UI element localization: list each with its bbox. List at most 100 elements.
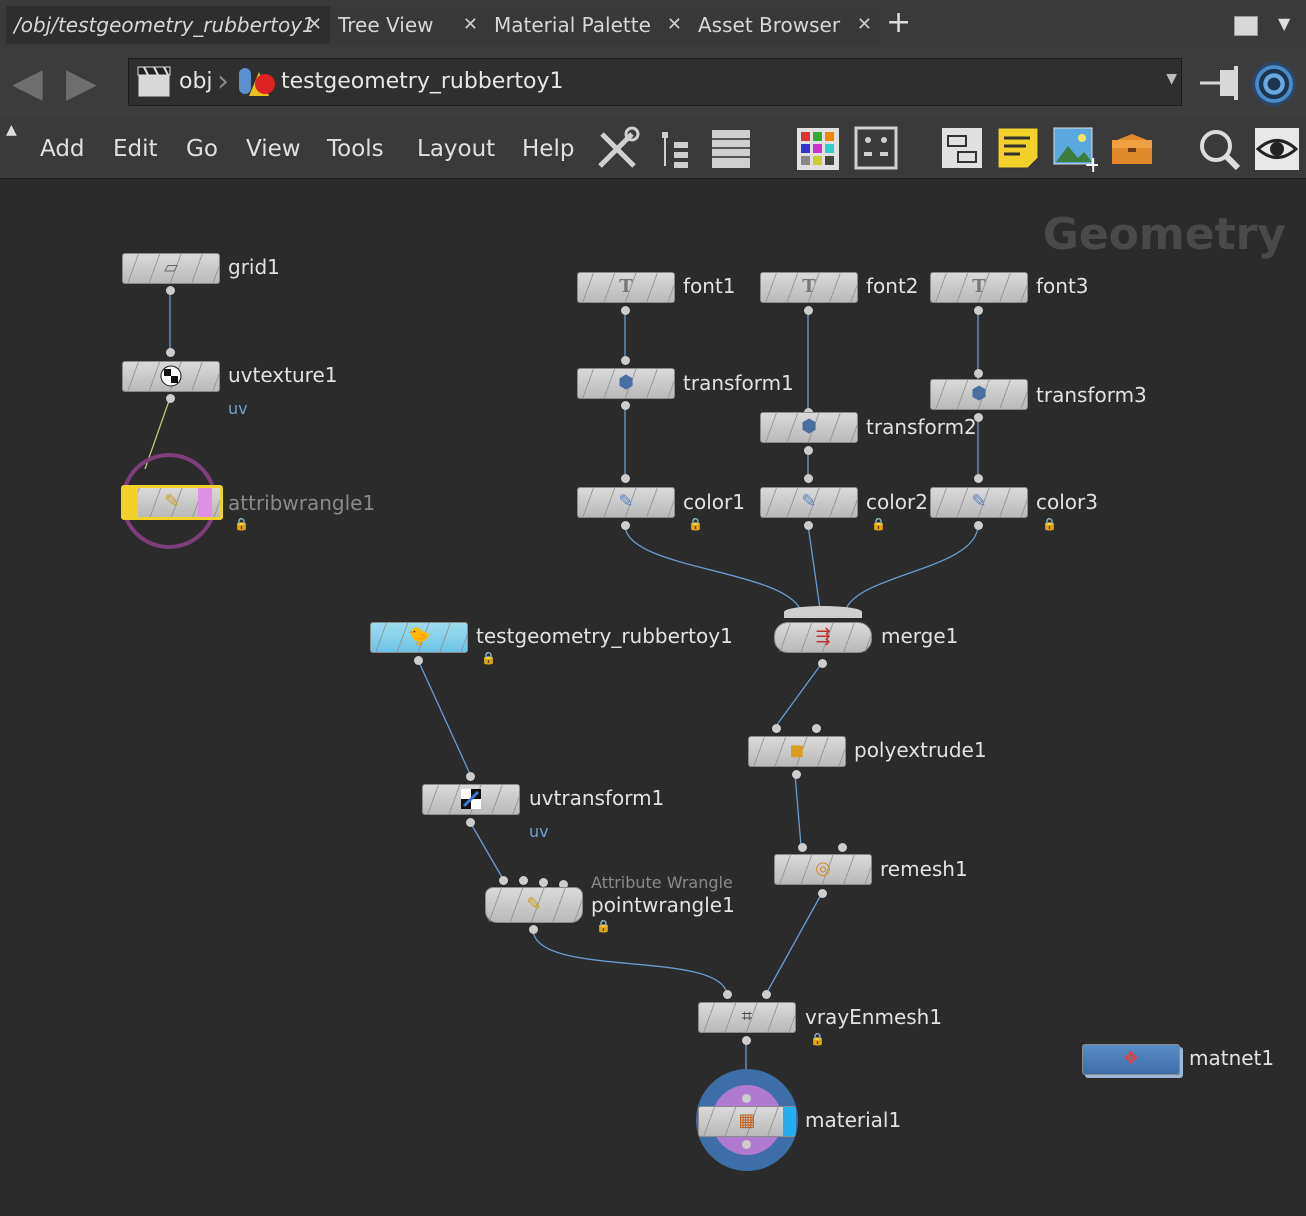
output-port[interactable]	[414, 656, 423, 665]
add-tab-button[interactable]: +	[886, 5, 912, 40]
input-port[interactable]	[621, 356, 630, 365]
node-font3[interactable]: T	[930, 272, 1028, 303]
background-image-icon[interactable]: +	[1052, 126, 1102, 178]
input-port[interactable]	[466, 772, 475, 781]
maximize-icon[interactable]	[1234, 16, 1258, 36]
output-port[interactable]	[166, 286, 175, 295]
input-port[interactable]	[804, 474, 813, 483]
output-port[interactable]	[621, 306, 630, 315]
output-port[interactable]	[792, 770, 801, 779]
display-flag[interactable]	[198, 488, 212, 517]
menu-edit[interactable]: Edit	[113, 136, 158, 162]
input-port[interactable]	[519, 876, 528, 885]
node-matnet1[interactable]: ❖	[1082, 1044, 1180, 1075]
node-uvtexture1[interactable]	[122, 361, 220, 392]
node-transform3[interactable]: ⬢	[930, 379, 1028, 410]
output-port[interactable]	[804, 446, 813, 455]
shape-palette-icon[interactable]	[854, 126, 900, 172]
input-port[interactable]	[838, 843, 847, 852]
node-font1[interactable]: T	[577, 272, 675, 303]
node-grid1[interactable]: ▱	[122, 253, 220, 284]
node-testgeometry-rubbertoy1[interactable]: 🐤	[370, 622, 468, 653]
color-palette-icon[interactable]	[796, 126, 842, 172]
output-port[interactable]	[529, 925, 538, 934]
tab-tree-view[interactable]: Tree View ✕	[330, 6, 486, 44]
network-box-icon[interactable]	[940, 126, 986, 172]
output-port[interactable]	[974, 306, 983, 315]
input-port[interactable]	[798, 843, 807, 852]
output-port[interactable]	[974, 521, 983, 530]
network-editor-canvas[interactable]: Geometry ▱ grid1	[0, 179, 1306, 1216]
output-port[interactable]	[621, 401, 630, 410]
node-font2[interactable]: T	[760, 272, 858, 303]
output-port[interactable]	[974, 413, 983, 422]
close-icon[interactable]: ✕	[462, 14, 478, 35]
input-port[interactable]	[742, 1094, 751, 1103]
input-port[interactable]	[974, 369, 983, 378]
list-view-icon[interactable]	[710, 126, 756, 172]
output-port[interactable]	[742, 1036, 751, 1045]
chevron-down-icon[interactable]: ▼	[1166, 71, 1177, 87]
tab-asset-browser[interactable]: Asset Browser ✕	[690, 6, 880, 44]
collapse-arrow-icon[interactable]: ▲	[6, 122, 17, 138]
node-polyextrude1[interactable]: ◼	[748, 736, 846, 767]
chevron-down-icon[interactable]: ▼	[1278, 14, 1291, 33]
node-pointwrangle1[interactable]: ✎	[485, 887, 583, 923]
tools-icon[interactable]	[594, 126, 640, 172]
output-port[interactable]	[804, 521, 813, 530]
node-remesh1[interactable]: ◎	[774, 854, 872, 885]
sticky-note-icon[interactable]	[996, 126, 1042, 172]
input-port[interactable]	[974, 474, 983, 483]
path-obj[interactable]: obj	[179, 69, 213, 94]
input-port[interactable]	[559, 880, 568, 889]
input-port[interactable]	[762, 990, 771, 999]
node-color3[interactable]: ✎	[930, 487, 1028, 518]
input-port[interactable]	[621, 474, 630, 483]
node-color2[interactable]: ✎	[760, 487, 858, 518]
close-icon[interactable]: ✕	[306, 14, 322, 35]
node-merge1[interactable]: ⇶	[774, 622, 872, 653]
menu-go[interactable]: Go	[186, 136, 218, 162]
close-icon[interactable]: ✕	[666, 14, 682, 35]
tab-material-palette[interactable]: Material Palette ✕	[486, 6, 690, 44]
digital-asset-icon[interactable]	[1108, 126, 1154, 172]
close-icon[interactable]: ✕	[856, 14, 872, 35]
menu-tools[interactable]: Tools	[327, 136, 384, 162]
output-port[interactable]	[742, 1140, 751, 1149]
node-transform1[interactable]: ⬢	[577, 368, 675, 399]
input-port[interactable]	[723, 990, 732, 999]
network-path[interactable]: obj › testgeometry_rubbertoy1 ▼	[128, 58, 1182, 106]
merge-input-bar[interactable]	[784, 606, 862, 618]
input-port[interactable]	[772, 724, 781, 733]
menu-view[interactable]: View	[246, 136, 301, 162]
output-port[interactable]	[818, 659, 827, 668]
back-arrow-icon[interactable]: ◀	[12, 60, 43, 106]
output-port[interactable]	[818, 889, 827, 898]
tree-list-icon[interactable]	[656, 126, 702, 172]
node-vrayenmesh1[interactable]: ⌗	[698, 1002, 796, 1033]
output-port[interactable]	[621, 521, 630, 530]
input-port[interactable]	[166, 348, 175, 357]
node-color1[interactable]: ✎	[577, 487, 675, 518]
node-material1[interactable]: ▦	[698, 1106, 796, 1137]
pin-icon[interactable]	[1198, 64, 1244, 102]
menu-layout[interactable]: Layout	[417, 136, 496, 162]
input-port[interactable]	[539, 878, 548, 887]
eye-icon[interactable]	[1254, 126, 1300, 172]
display-flag[interactable]	[783, 1107, 795, 1136]
node-transform2[interactable]: ⬢	[760, 412, 858, 443]
output-port[interactable]	[466, 818, 475, 827]
bypass-flag[interactable]	[124, 488, 138, 517]
search-icon[interactable]	[1196, 126, 1242, 172]
menu-help[interactable]: Help	[522, 136, 575, 162]
input-port[interactable]	[812, 724, 821, 733]
node-uvtransform1[interactable]	[422, 784, 520, 815]
link-target-icon[interactable]	[1252, 62, 1296, 106]
forward-arrow-icon[interactable]: ▶	[66, 60, 97, 106]
node-attribwrangle1[interactable]: ✎	[121, 485, 223, 520]
output-port[interactable]	[166, 394, 175, 403]
menu-add[interactable]: Add	[40, 136, 85, 162]
tab-network-editor[interactable]: /obj/testgeometry_rubbertoy1 ✕	[6, 6, 330, 44]
input-port[interactable]	[499, 876, 508, 885]
output-port[interactable]	[804, 306, 813, 315]
